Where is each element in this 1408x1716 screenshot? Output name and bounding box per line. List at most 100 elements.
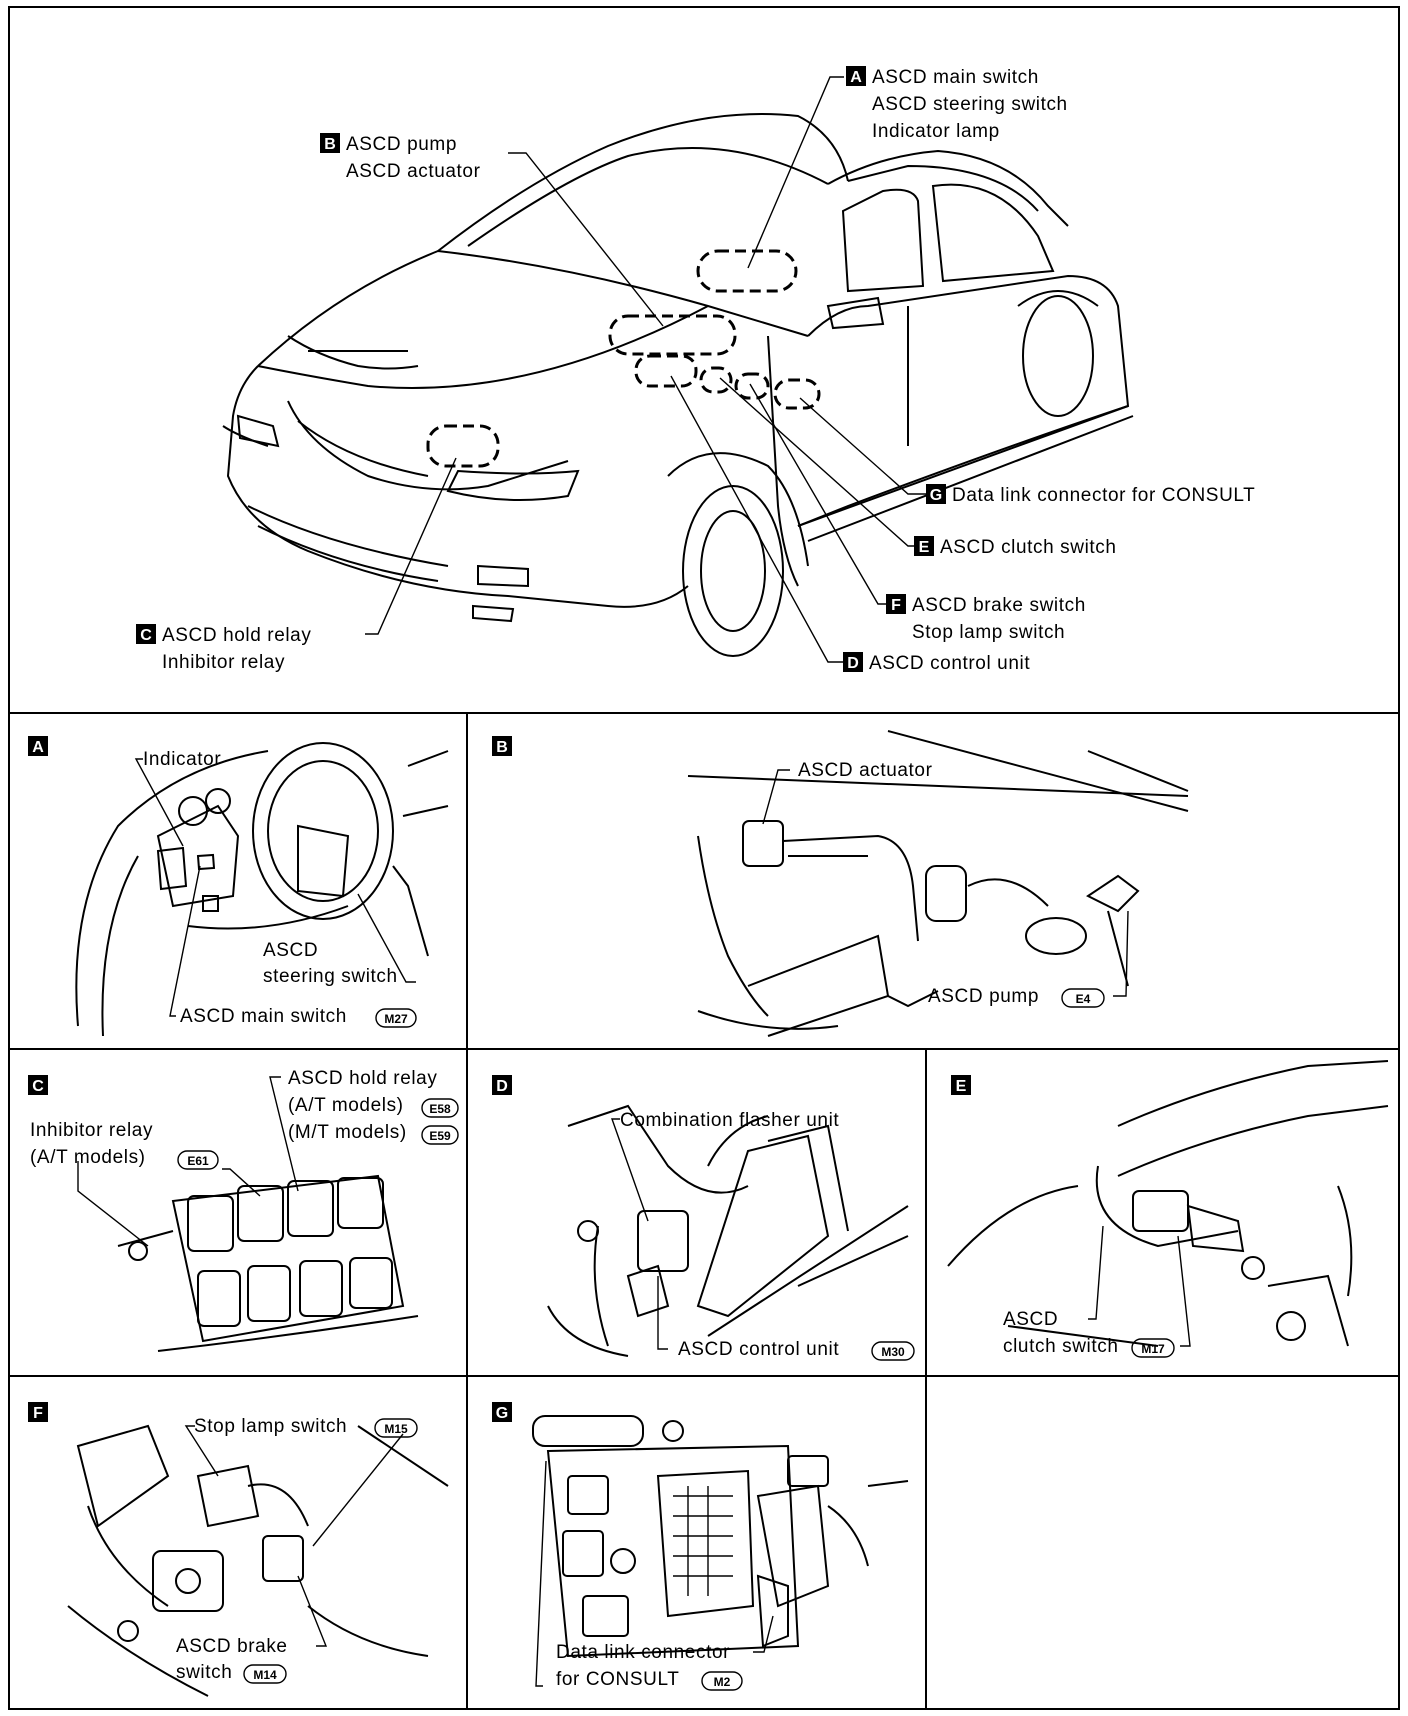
callout-A: A ASCD main switch ASCD steering switch … [846,66,1068,142]
panel-D: D Combination flasher unit ASCD control … [492,1075,915,1361]
connector-badge-m27 [375,1008,417,1028]
letter-badge-A [846,66,866,86]
panel-F-badge [28,1402,48,1422]
panel-C-letter: C [32,1078,44,1095]
callout-F: F ASCD brake switch Stop lamp switch [886,594,1086,643]
brake-switch-sketch [67,1424,449,1697]
panel-F-letter: F [33,1405,43,1422]
connector-m17-text: M17 [1141,1342,1165,1356]
connector-badge-m17 [1131,1338,1175,1358]
connector-badge-m15 [374,1418,418,1438]
panel-G-badge [492,1402,512,1422]
panel-D-leaders [611,1118,668,1350]
connector-badge-e58 [421,1098,459,1118]
panel-D-badge [492,1075,512,1095]
panel-G-dlc-label-1: Data link connector [556,1642,730,1663]
panel-E-clutch-label-2: clutch switch [1003,1336,1119,1357]
badge-B-letter: B [324,136,336,153]
label-stop-lamp-switch: Stop lamp switch [912,622,1065,643]
callout-E: E ASCD clutch switch [914,536,1117,558]
label-ascd-control-unit: ASCD control unit [869,653,1030,674]
letter-badge-B [320,133,340,153]
dashboard-sketch [75,742,449,1037]
panel-G-letter: G [496,1405,508,1422]
connector-badge-e61 [177,1150,219,1170]
frame-grid [8,6,1400,1710]
panel-E-letter: E [956,1078,967,1095]
letter-badge-E [914,536,934,556]
connector-badge-m14 [243,1664,287,1684]
panel-B-pump-label: ASCD pump [928,986,1039,1007]
label-ascd-actuator: ASCD actuator [346,161,481,182]
panel-A-leaders [134,758,416,1017]
label-ascd-clutch-switch: ASCD clutch switch [940,537,1117,558]
label-ascd-main-switch: ASCD main switch [872,67,1039,88]
panel-C-at-models-label: (A/T models) [288,1095,404,1116]
connector-e61-text: E61 [187,1154,209,1168]
panel-E-clutch-label-1: ASCD [1003,1309,1058,1330]
panel-B-actuator-label: ASCD actuator [798,760,933,781]
panel-A: A Indicator ASCD steering switch ASCD ma… [28,736,449,1037]
panel-B-leaders [762,769,1129,997]
panel-F-stop-lamp-label: Stop lamp switch [194,1416,347,1437]
panel-A-badge [28,736,48,756]
connector-m30-text: M30 [881,1345,905,1359]
panel-F: F Stop lamp switch M15 ASCD brake switch… [28,1402,449,1697]
connector-badge-e59 [421,1125,459,1145]
panel-C-inhibitor-label: Inhibitor relay [30,1120,153,1141]
callout-B: B ASCD pump ASCD actuator [320,133,481,182]
panel-D-letter: D [496,1078,508,1095]
engine-bay-sketch [687,730,1189,1037]
panel-E-leaders [1088,1225,1191,1347]
label-ascd-pump: ASCD pump [346,134,457,155]
fuse-block-sketch [532,1415,909,1658]
diagram-canvas: A ASCD main switch ASCD steering switch … [8,6,1400,1710]
panel-F-brake-label-2: switch [176,1662,232,1683]
badge-A-letter: A [850,69,862,86]
panel-D-flasher-label: Combination flasher unit [620,1110,839,1131]
callout-C: C ASCD hold relay Inhibitor relay [136,624,311,673]
overview-leaders [365,76,928,663]
panel-C-inh-at-label: (A/T models) [30,1147,146,1168]
panel-G: G Data link [492,1402,909,1691]
connector-badge-e4 [1061,988,1105,1008]
label-ascd-steering-switch: ASCD steering switch [872,94,1068,115]
panel-C-badge [28,1075,48,1095]
panel-A-steering-label-2: steering switch [263,966,398,987]
control-unit-sketch [547,1104,909,1357]
component-location-sheet: A ASCD main switch ASCD steering switch … [8,6,1400,1710]
callout-D: D ASCD control unit [843,652,1030,674]
panel-F-leaders [184,1425,404,1647]
connector-badge-m30 [871,1341,915,1361]
label-ascd-hold-relay: ASCD hold relay [162,625,311,646]
badge-E-letter: E [919,539,930,556]
letter-badge-F [886,594,906,614]
connector-m2-text: M2 [714,1675,731,1689]
label-data-link-connector: Data link connector for CONSULT [952,485,1255,506]
letter-badge-D [843,652,863,672]
panel-A-steering-label-1: ASCD [263,940,318,961]
connector-badge-m2 [701,1671,743,1691]
location-markers [426,249,821,468]
connector-e4-text: E4 [1076,992,1091,1006]
panel-B: B ASCD actuator ASCD pump E4 [492,730,1189,1037]
connector-m14-text: M14 [253,1668,277,1682]
panel-A-indicator-label: Indicator [143,749,221,770]
badge-G-letter: G [930,487,942,504]
connector-e59-text: E59 [429,1129,451,1143]
panel-A-letter: A [32,739,44,756]
panel-E-badge [951,1075,971,1095]
callout-G: G Data link connector for CONSULT [926,484,1255,506]
label-ascd-brake-switch: ASCD brake switch [912,595,1086,616]
panel-D-control-unit-label: ASCD control unit [678,1339,839,1360]
panel-B-letter: B [496,739,508,756]
car-illustration [222,113,1134,657]
clutch-switch-sketch [947,1060,1389,1347]
badge-F-letter: F [891,597,901,614]
connector-m15-text: M15 [384,1422,408,1436]
panel-G-dlc-label-2: for CONSULT [556,1669,679,1690]
connector-e58-text: E58 [429,1102,451,1116]
panel-C-hold-relay-label: ASCD hold relay [288,1068,437,1089]
panel-G-fuse-grid [673,1486,733,1596]
badge-C-letter: C [140,627,152,644]
